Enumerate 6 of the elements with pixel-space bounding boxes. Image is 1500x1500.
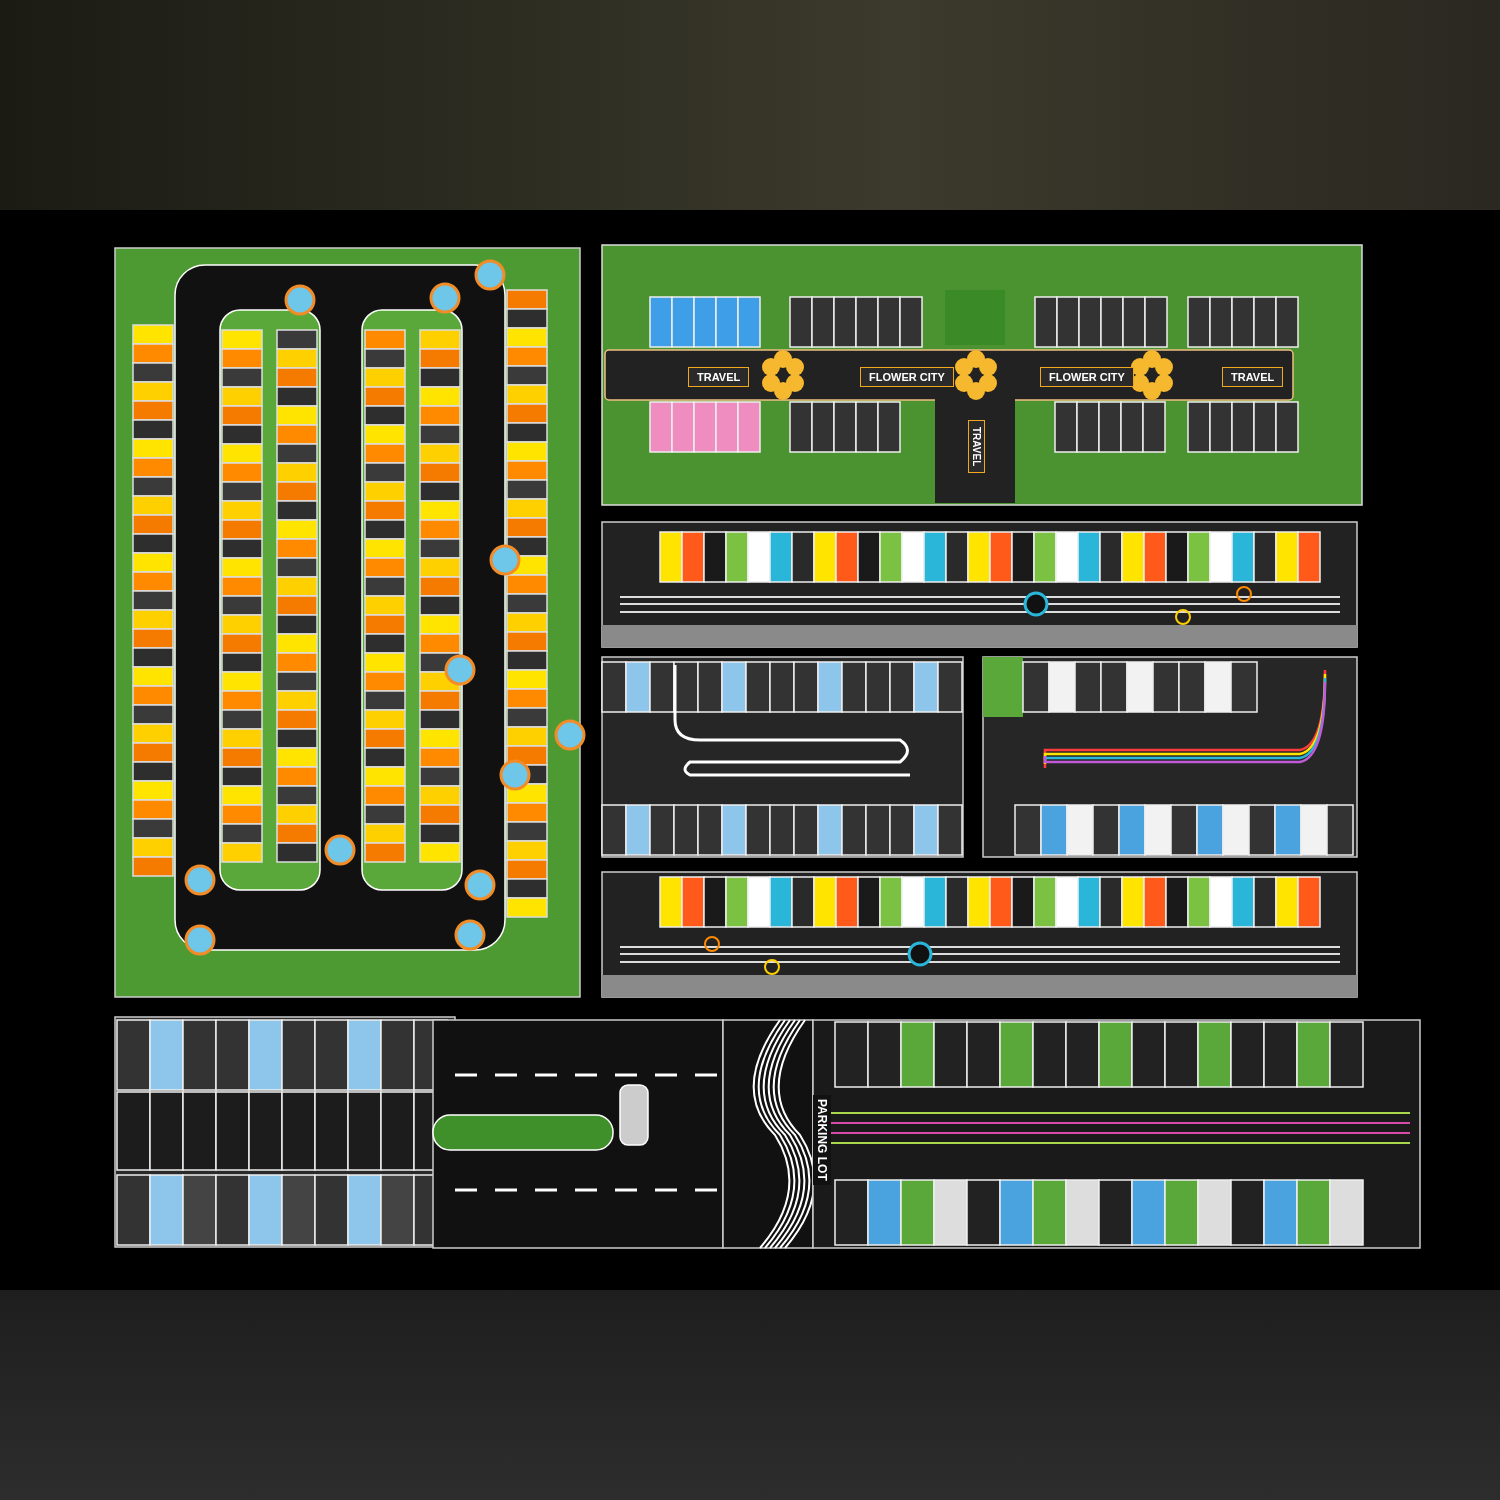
road-marking-text: TRAVEL bbox=[1222, 367, 1284, 387]
road-marking-text: PARKING LOT bbox=[813, 1095, 831, 1185]
road-marking-text: TRAVEL bbox=[688, 367, 750, 387]
road-marking-text: FLOWER CITY bbox=[860, 367, 954, 387]
road-marking-text: FLOWER CITY bbox=[1040, 367, 1134, 387]
road-marking-text: TRAVEL bbox=[968, 420, 985, 474]
